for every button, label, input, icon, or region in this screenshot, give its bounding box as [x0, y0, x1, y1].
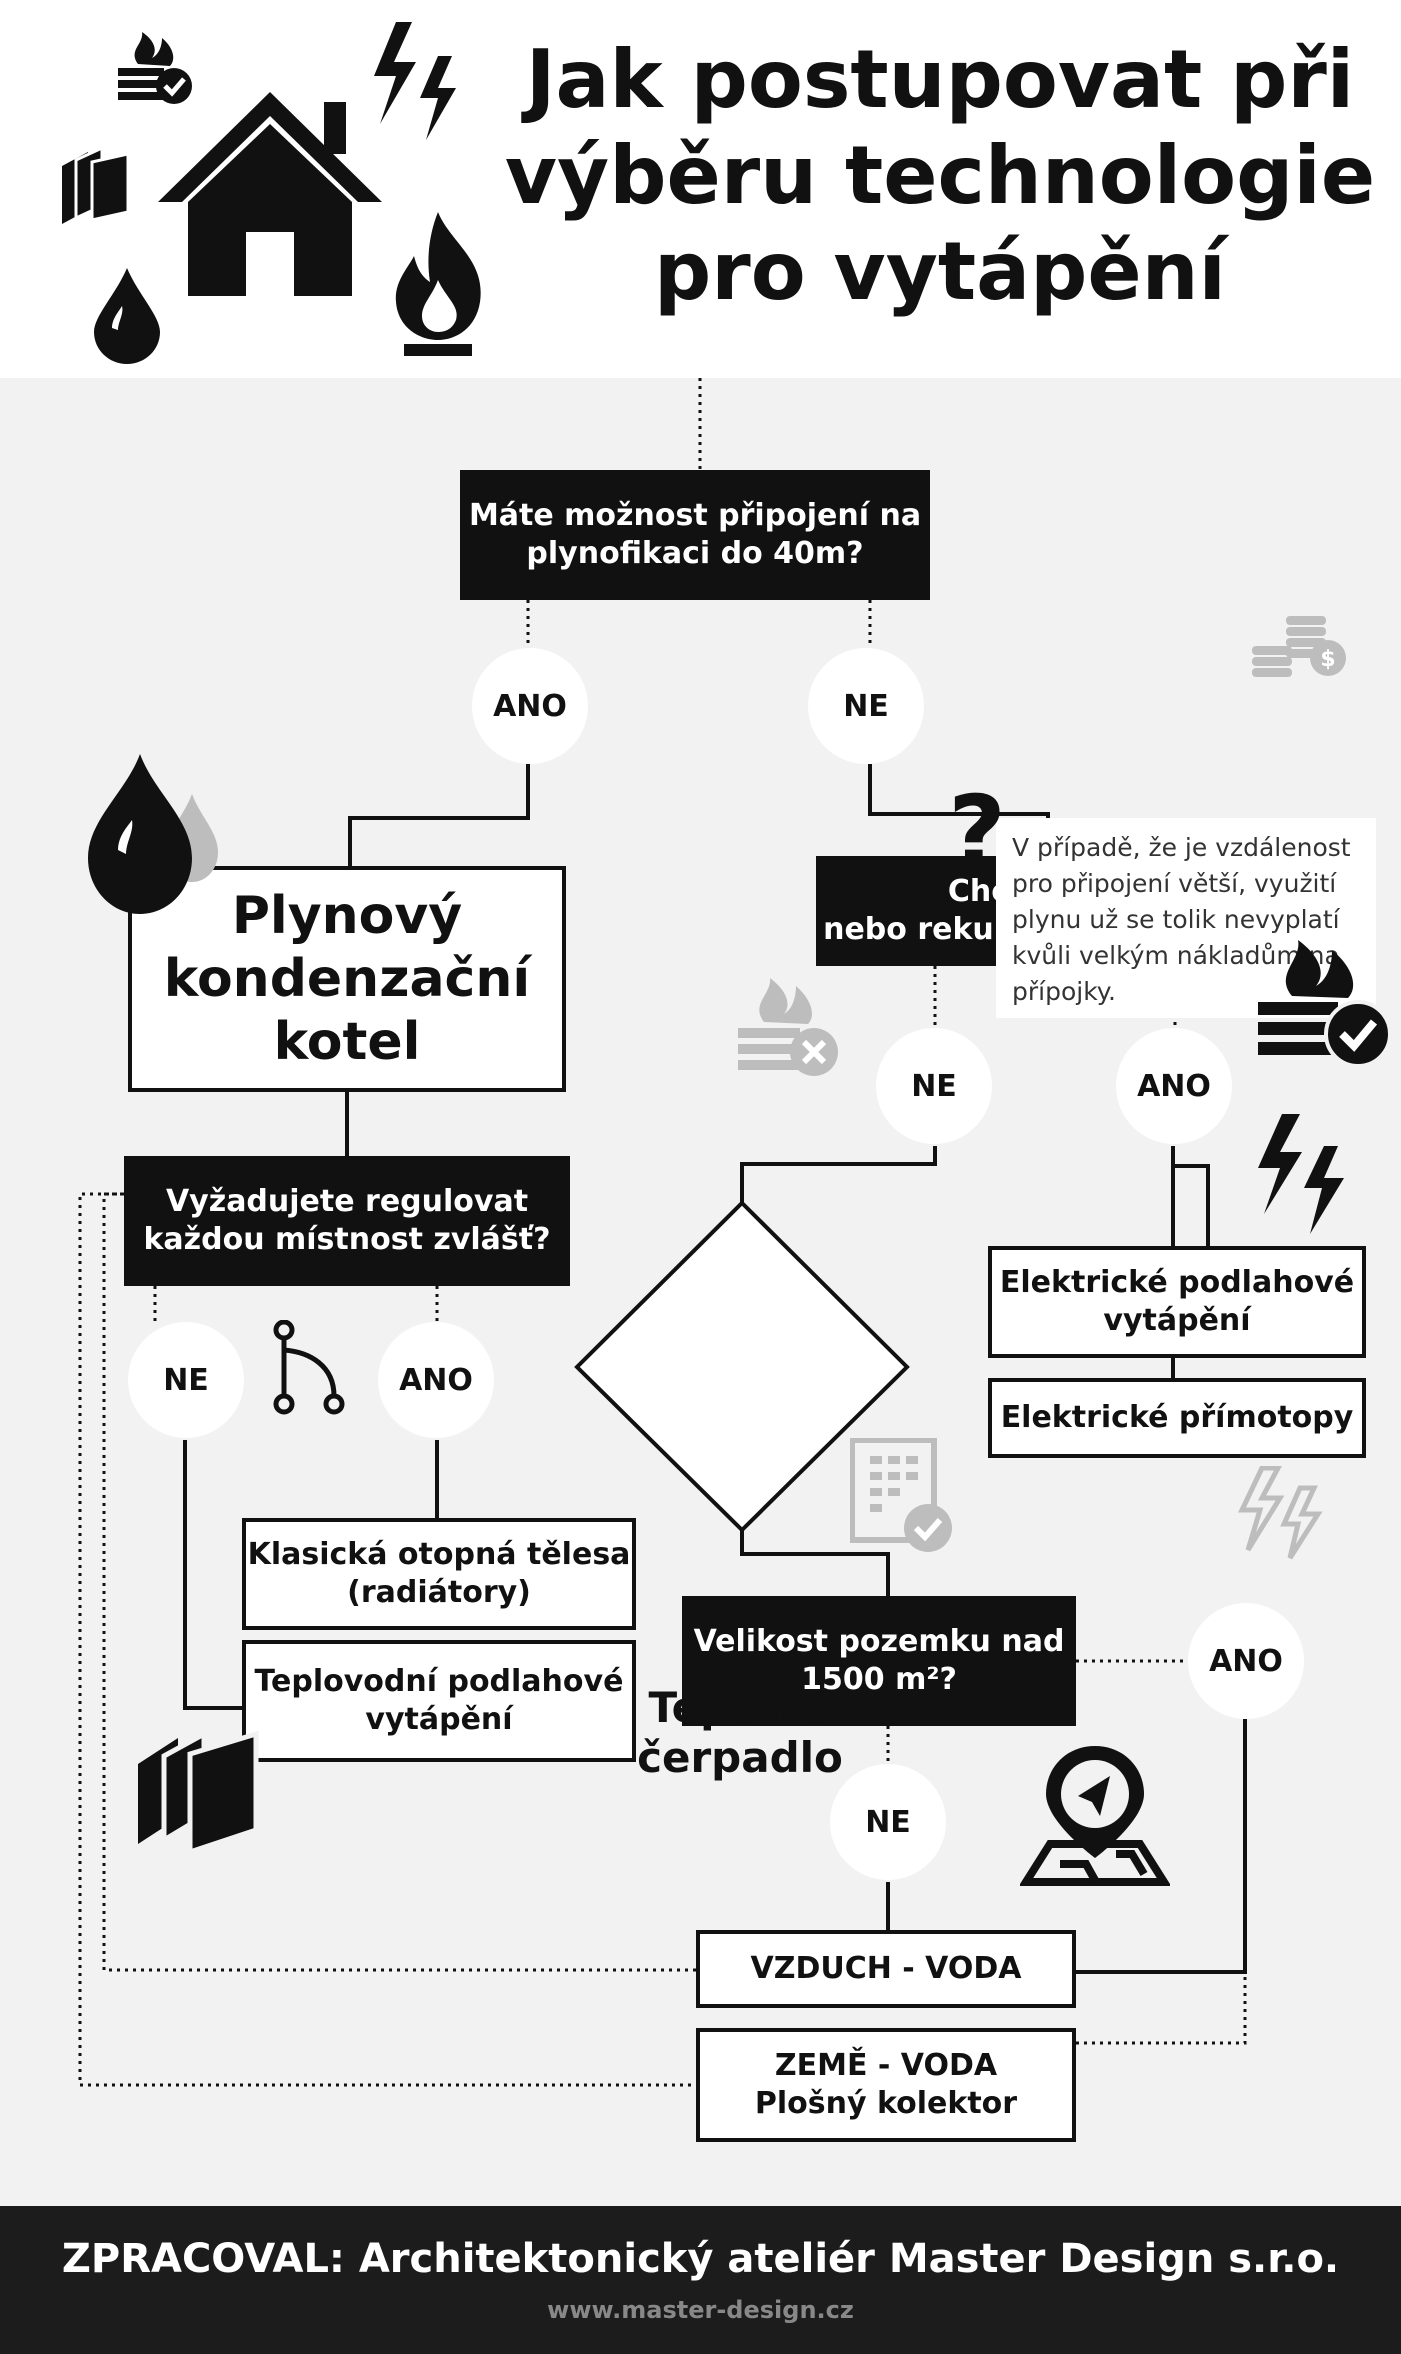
node-line: Plynový	[231, 885, 463, 946]
map-pin-icon	[1020, 1746, 1170, 1886]
node-line: každou místnost zvlášť?	[143, 1222, 551, 1257]
node-line: Plošný kolektor	[754, 2086, 1018, 2121]
gas-boiler-box: Plynový kondenzační kotel	[128, 866, 566, 1092]
node-line: čerpadlo	[637, 1733, 843, 1782]
lightning-icon	[374, 22, 456, 140]
node-line: plynofikaci do 40m?	[526, 536, 864, 571]
drops-icon	[88, 754, 218, 914]
title-line: Jak postupovat při	[525, 33, 1355, 126]
panels-icon	[62, 148, 130, 224]
branch-icon	[273, 1320, 345, 1415]
land-yes-answer: ANO	[1188, 1603, 1304, 1719]
heat-pump-label: Tepelné čerpadlo	[590, 1683, 890, 1783]
panels-icon	[138, 1730, 259, 1854]
air-water-box: VZDUCH - VODA	[696, 1930, 1076, 2008]
fireplace-yes-answer: ANO	[1116, 1028, 1232, 1144]
node-line: kotel	[273, 1011, 421, 1072]
gas-connection-question: Máte možnost připojení na plynofikaci do…	[460, 470, 930, 600]
node-line: Tepelné	[648, 1683, 832, 1732]
node-line: Klasická otopná tělesa	[247, 1537, 631, 1572]
note-line: přípojky.	[1012, 977, 1116, 1006]
node-line: kondenzační	[163, 948, 531, 1009]
node-line: (radiátory)	[347, 1575, 531, 1610]
flame-icon	[395, 212, 481, 356]
ground-water-box: ZEMĚ - VODA Plošný kolektor	[696, 2028, 1076, 2142]
land-no-answer: NE	[830, 1764, 946, 1880]
room-no-answer: NE	[128, 1322, 244, 1438]
lightning-icon	[1258, 1114, 1344, 1234]
node-line: Elektrické podlahové	[999, 1265, 1355, 1300]
note-line: V případě, že je vzdálenost	[1012, 833, 1351, 862]
radiators-box: Klasická otopná tělesa (radiátory)	[242, 1518, 636, 1630]
node-line: Velikost pozemku nad	[693, 1624, 1065, 1659]
note-line: kvůli velkým nákladům na	[1012, 941, 1340, 970]
node-line: vytápění	[365, 1702, 513, 1737]
node-line: VZDUCH - VODA	[750, 1951, 1022, 1986]
node-line: ZEMĚ - VODA	[774, 2048, 998, 2083]
lightning-outline-icon	[1238, 1466, 1323, 1560]
node-line: Máte možnost připojení na	[468, 498, 922, 533]
note-line: plynu už se tolik nevyplatí	[1012, 905, 1340, 934]
note-line: pro připojení větší, využití	[1012, 869, 1337, 898]
node-line: Elektrické přímotopy	[1000, 1400, 1354, 1435]
water-floor-heating-box: Teplovodní podlahové vytápění	[242, 1640, 636, 1762]
title-line: pro vytápění	[654, 225, 1226, 318]
header: Jak postupovat při výběru technologie pr…	[0, 0, 1401, 378]
coins-icon: $	[1252, 616, 1346, 677]
flowchart-canvas: Máte možnost připojení na plynofikaci do…	[0, 378, 1401, 2206]
footer: ZPRACOVAL: Architektonický ateliér Maste…	[0, 2206, 1401, 2354]
page-title: Jak postupovat při výběru technologie pr…	[480, 32, 1400, 320]
fireplace-no-answer: NE	[876, 1028, 992, 1144]
house-icon	[158, 92, 382, 296]
node-line: Teplovodní podlahové	[254, 1664, 624, 1699]
connector-lines	[78, 378, 1247, 2087]
electric-heaters-box: Elektrické přímotopy	[988, 1378, 1366, 1458]
node-line: vytápění	[1103, 1303, 1251, 1338]
fireplace-check-icon	[118, 32, 192, 104]
room-yes-answer: ANO	[378, 1322, 494, 1438]
title-line: výběru technologie	[504, 129, 1376, 222]
room-regulation-question: Vyžadujete regulovat každou místnost zvl…	[124, 1156, 570, 1286]
fireplace-check-icon	[1258, 940, 1390, 1068]
drop-icon	[94, 268, 160, 364]
node-line: 1500 m²?	[801, 1662, 957, 1697]
gas-no-answer: NE	[808, 648, 924, 764]
fireplace-cross-icon	[738, 978, 838, 1076]
svg-text:$: $	[1320, 647, 1335, 672]
document-check-icon	[850, 1438, 952, 1552]
footer-credit: ZPRACOVAL: Architektonický ateliér Maste…	[61, 2236, 1340, 2282]
question-mark-icon: ?	[948, 774, 1007, 891]
gas-distance-note: V případě, že je vzdálenost pro připojen…	[996, 818, 1376, 1018]
gas-yes-answer: ANO	[472, 648, 588, 764]
electric-floor-heating-box: Elektrické podlahové vytápění	[988, 1246, 1366, 1358]
footer-url: www.master-design.cz	[547, 2296, 854, 2324]
land-size-question: Velikost pozemku nad 1500 m²?	[682, 1596, 1076, 1726]
node-line: Vyžadujete regulovat	[165, 1184, 529, 1219]
